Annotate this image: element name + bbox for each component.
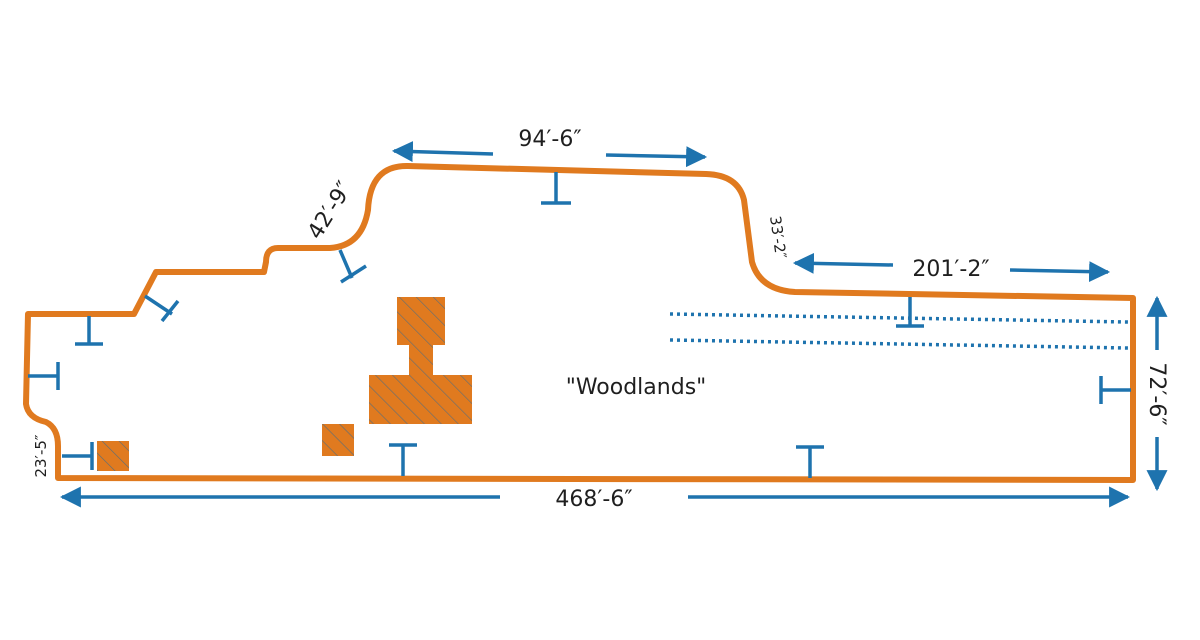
setback-markers bbox=[28, 172, 1131, 478]
arrow-right-top-left bbox=[792, 252, 894, 274]
lot-boundary bbox=[23, 162, 1136, 483]
tick-right-side bbox=[1099, 376, 1131, 404]
dim-label-right-top: 201′-2″ bbox=[912, 257, 989, 282]
building-main-base bbox=[369, 375, 472, 424]
dotted-line-lower bbox=[669, 338, 1129, 350]
arrow-top-right bbox=[605, 146, 708, 168]
arrow-right-top-right bbox=[1009, 261, 1111, 283]
dimension-arrows bbox=[59, 141, 1168, 508]
tick-left-top bbox=[75, 316, 103, 346]
dim-label-step-right: 33′-2″ bbox=[766, 215, 790, 261]
dim-label-left-bottom: 23′-5″ bbox=[32, 434, 50, 477]
tick-slope-left bbox=[338, 249, 367, 284]
dim-label-right-side: 72′-6″ bbox=[1144, 362, 1169, 425]
buildings bbox=[97, 297, 472, 471]
tick-left-side bbox=[28, 362, 60, 390]
property-name-label: "Woodlands" bbox=[566, 375, 707, 400]
dim-label-top: 94′-6″ bbox=[518, 127, 581, 152]
tick-left-bottom bbox=[62, 442, 94, 470]
building-small-center bbox=[322, 424, 354, 456]
tick-bottom-right bbox=[796, 445, 824, 478]
dotted-path bbox=[669, 312, 1129, 350]
dim-label-upper-left-slope: 42′-9″ bbox=[303, 177, 358, 244]
tick-right-top bbox=[896, 297, 924, 328]
tick-top bbox=[541, 172, 571, 205]
tick-bottom-center bbox=[389, 443, 417, 476]
building-main-top bbox=[397, 297, 445, 345]
arrow-top-left bbox=[391, 141, 494, 163]
building-small-left bbox=[97, 441, 129, 471]
dotted-line-upper bbox=[669, 312, 1129, 324]
building-main-link bbox=[409, 345, 433, 375]
dim-label-bottom: 468′-6″ bbox=[555, 487, 632, 512]
tick-left-slope bbox=[144, 294, 180, 323]
